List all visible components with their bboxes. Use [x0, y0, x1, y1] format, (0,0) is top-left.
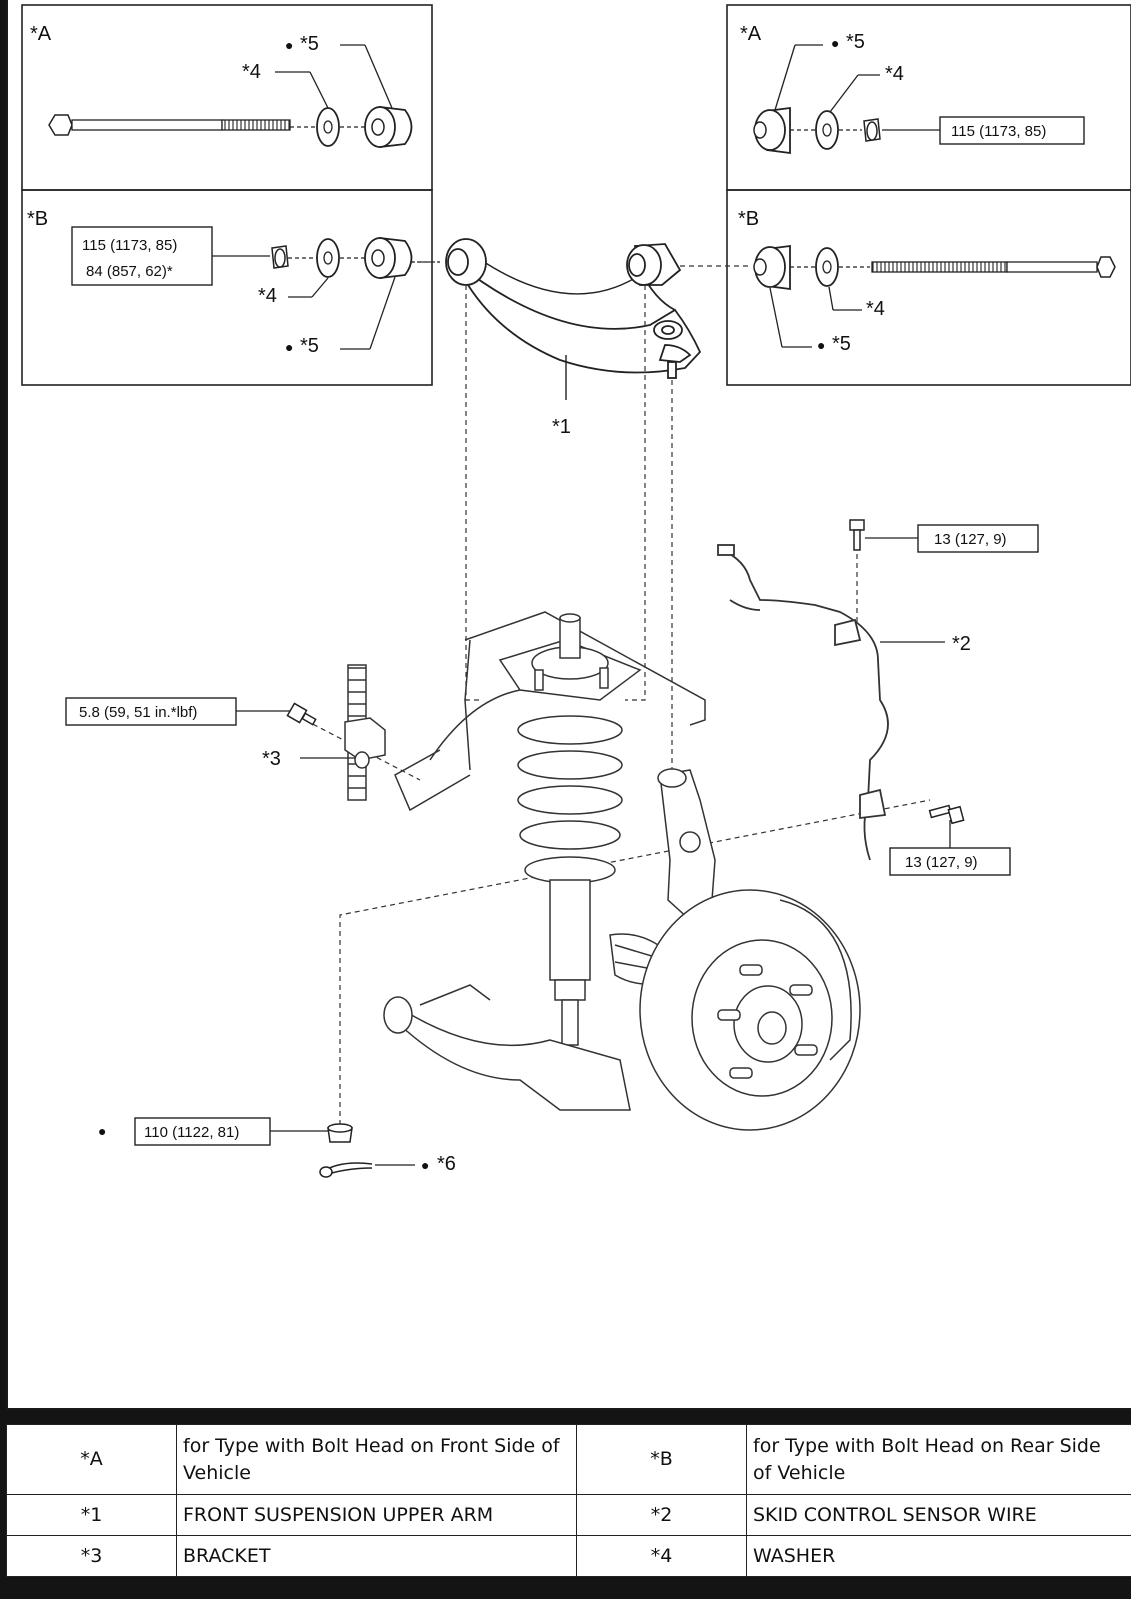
callout-b-right: *B [738, 208, 759, 230]
callout-2: *2 [952, 633, 971, 655]
upper-arm-drawing [445, 238, 702, 379]
bracket-drawing [344, 664, 386, 801]
bushing-icon [364, 105, 413, 149]
bullet: ● [831, 35, 839, 51]
torque-box-upper-nut [939, 116, 1085, 145]
callout-1: *1 [552, 416, 571, 438]
sensor-wire-drawing [717, 544, 889, 861]
bullet: ● [285, 339, 293, 355]
legend-row: *A for Type with Bolt Head on Front Side… [6, 1424, 1131, 1495]
cotter-pin-icon [319, 1162, 373, 1178]
callout-5-front: *5 [300, 33, 319, 55]
washer-icon [316, 238, 340, 278]
callout-5-rear-left: *5 [300, 335, 319, 357]
torque-box-upper-nut-alt [71, 226, 213, 286]
strut-and-knuckle-drawing [383, 611, 861, 1131]
bushing-icon [753, 106, 791, 155]
bullet: ● [285, 37, 293, 53]
bullet: ● [817, 337, 825, 353]
callout-a-right: *A [740, 23, 762, 45]
torque-sensor-top: 13 (127, 9) [934, 531, 1007, 548]
callout-a-left: *A [30, 23, 52, 45]
legend-desc: FRONT SUSPENSION UPPER ARM [176, 1494, 577, 1536]
bolt-icon [849, 519, 865, 551]
bushing-icon [753, 244, 791, 291]
washer-icon [815, 247, 839, 287]
nut-icon [863, 118, 881, 142]
assembly-guide-lines [304, 261, 931, 1125]
torque-bracket: 5.8 (59, 51 in.*lbf) [79, 704, 197, 721]
bullet: ● [98, 1123, 106, 1139]
legend-desc: for Type with Bolt Head on Rear Side of … [746, 1424, 1131, 1495]
legend-key: *3 [6, 1535, 177, 1577]
bullet: ● [421, 1157, 429, 1173]
callout-4-rear-right: *4 [866, 298, 885, 320]
callout-4-front: *4 [242, 61, 261, 83]
callout-b-left: *B [27, 208, 48, 230]
detail-box-front-a: *A *4 ● *5 [21, 4, 433, 191]
washer-icon [316, 107, 340, 147]
callout-5-rear-right: *5 [832, 333, 851, 355]
detail-box-front-a-right: *A 115 (1173, 85) ● *5 *4 [726, 4, 1131, 191]
detail-box-rear-b-right: *B *4 ● *5 [726, 189, 1131, 386]
legend-desc: WASHER [746, 1535, 1131, 1577]
callout-3: *3 [262, 748, 281, 770]
castle-nut-icon [327, 1123, 353, 1143]
torque-box-sensor-lower [889, 847, 1011, 876]
torque-upper-nut-line2: 84 (857, 62)* [86, 263, 173, 280]
torque-ball-joint: 110 (1122, 81) [144, 1124, 239, 1141]
legend-desc: BRACKET [176, 1535, 577, 1577]
torque-upper-nut-line1: 115 (1173, 85) [82, 237, 177, 254]
torque-upper-nut: 115 (1173, 85) [951, 123, 1046, 140]
legend-key: *4 [576, 1535, 747, 1577]
callout-4-rear-left: *4 [258, 285, 277, 307]
legend-key: *1 [6, 1494, 177, 1536]
washer-icon [815, 110, 839, 150]
legend-key: *2 [576, 1494, 747, 1536]
legend-key: *B [576, 1424, 747, 1495]
callout-6: *6 [437, 1153, 456, 1175]
torque-sensor-lower: 13 (127, 9) [905, 854, 978, 871]
torque-box-sensor-top [917, 524, 1039, 553]
nut-icon [271, 245, 289, 269]
legend-table: *A for Type with Bolt Head on Front Side… [6, 1424, 1131, 1577]
legend-key: *A [6, 1424, 177, 1495]
legend-row: *3 BRACKET *4 WASHER [6, 1535, 1131, 1577]
legend-row: *1 FRONT SUSPENSION UPPER ARM *2 SKID CO… [6, 1494, 1131, 1536]
bolt-icon [286, 702, 317, 726]
detail-box-rear-b-left: *B 115 (1173, 85) 84 (857, 62)* *4 ● *5 [21, 189, 440, 386]
long-bolt-icon [871, 256, 1116, 278]
suspension-exploded-diagram: *A *4 ● *5 *B 115 (1173, 85) 84 (857, [21, 4, 1131, 1178]
callout-5-front-right: *5 [846, 31, 865, 53]
callout-4-front-right: *4 [885, 63, 904, 85]
long-bolt-icon [48, 114, 291, 136]
bushing-icon [364, 236, 413, 280]
legend-desc: SKID CONTROL SENSOR WIRE [746, 1494, 1131, 1536]
bolt-icon [928, 804, 965, 825]
legend-desc: for Type with Bolt Head on Front Side of… [176, 1424, 577, 1495]
